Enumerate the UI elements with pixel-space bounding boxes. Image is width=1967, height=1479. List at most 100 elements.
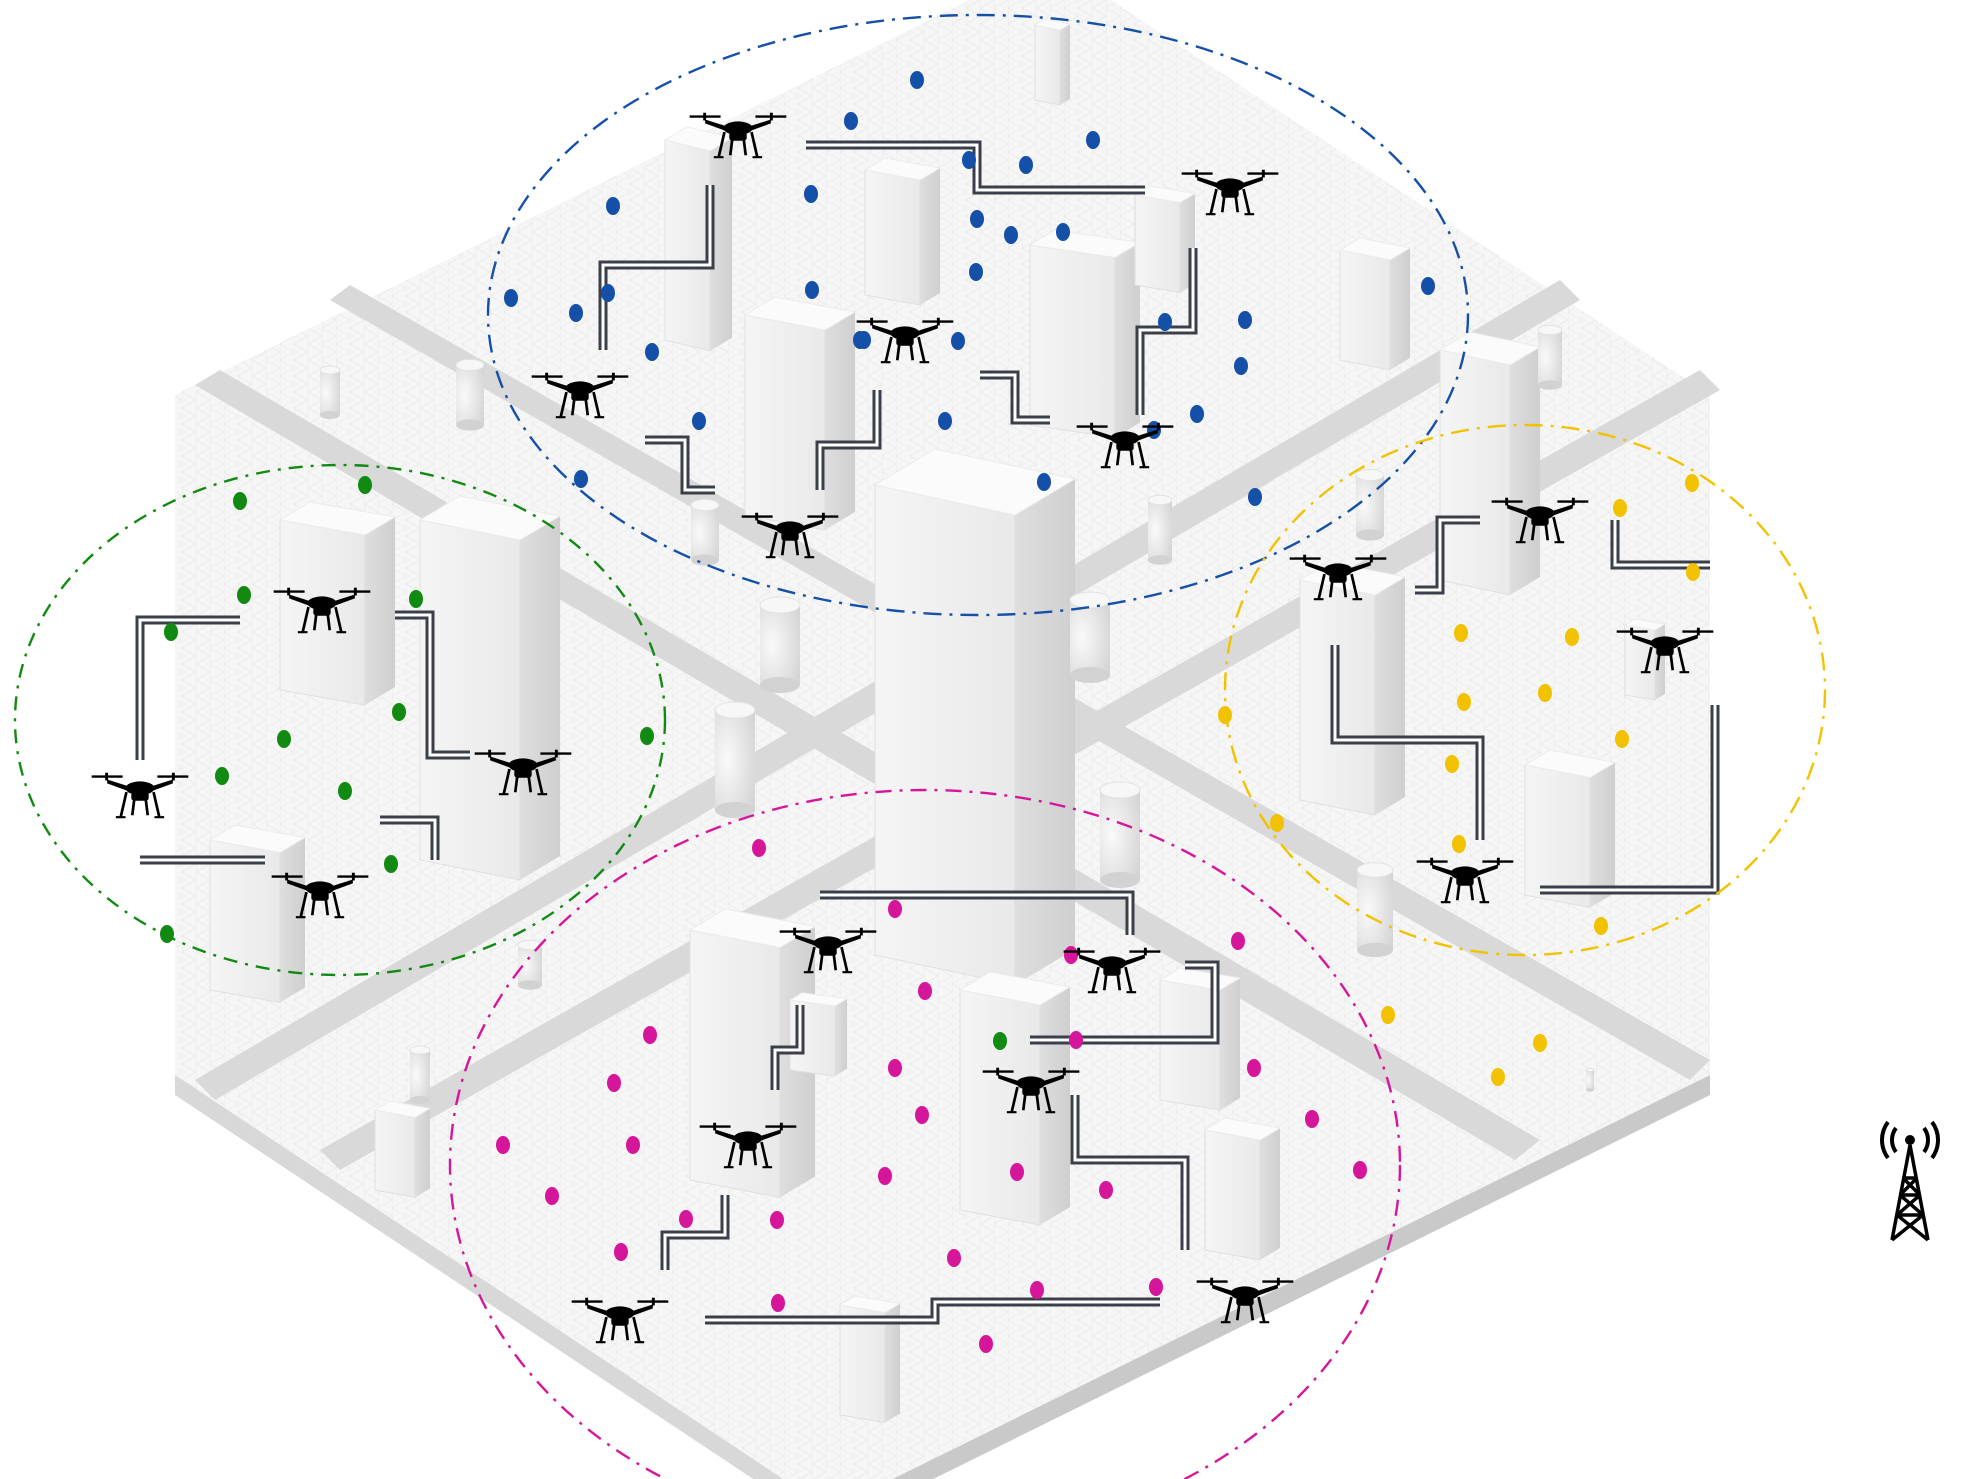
ground-user-dot	[1445, 755, 1459, 773]
ground-user-dot	[1421, 277, 1435, 295]
ground-user-dot	[951, 332, 965, 350]
ground-user-dot	[215, 767, 229, 785]
ground-user-dot	[910, 71, 924, 89]
ground-user-dot	[993, 1032, 1007, 1050]
ground-user-dot	[853, 331, 867, 349]
ground-user-dot	[1381, 1006, 1395, 1024]
cylinder-building	[1355, 468, 1385, 541]
drone-links	[135, 140, 1720, 1325]
drone-link	[598, 185, 715, 350]
ground-user-dot	[979, 1335, 993, 1353]
buildings	[208, 18, 1667, 1424]
drone-link	[980, 370, 1050, 425]
cluster-boundaries	[13, 13, 1827, 1479]
drone-link	[1330, 645, 1485, 840]
drone-link	[395, 610, 470, 760]
ground-user-dot	[1686, 563, 1700, 581]
ground-user-dot	[918, 982, 932, 1000]
ground-user-dot	[888, 900, 902, 918]
drone-link	[1030, 960, 1220, 1045]
ground-user-dot	[1190, 405, 1204, 423]
ground-user-dot	[409, 590, 423, 608]
ground-user-dot	[1234, 357, 1248, 375]
building	[863, 157, 942, 306]
ground-user-dot	[574, 470, 588, 488]
ground-user-dot	[1615, 730, 1629, 748]
building	[1028, 229, 1142, 439]
ground-user-dot	[601, 284, 615, 302]
building	[663, 126, 734, 352]
ground-users	[160, 71, 1700, 1353]
ground-user-dot	[614, 1243, 628, 1261]
ground-user-dot	[569, 304, 583, 322]
ground-user-dot	[164, 623, 178, 641]
ground-user-dot	[1270, 814, 1284, 832]
ground-user-dot	[1247, 1059, 1261, 1077]
ground-user-dot	[915, 1106, 929, 1124]
cylinder-building	[714, 701, 756, 818]
ground-user-dot	[969, 263, 983, 281]
cylinder-building	[1147, 494, 1173, 565]
ground-user-dot	[1538, 684, 1552, 702]
ground-user-dot	[645, 343, 659, 361]
cell-tower-icon	[1880, 1120, 1940, 1242]
ground-user-dot	[1158, 313, 1172, 331]
drone-link	[135, 615, 240, 760]
ground-user-dot	[1238, 311, 1252, 329]
quadcopter-drone-icon	[90, 771, 190, 819]
drone-link	[820, 890, 1135, 935]
building	[1338, 237, 1412, 371]
cylinder-building	[690, 498, 720, 566]
ground-user-dot	[1454, 624, 1468, 642]
ground-user-dot	[1030, 1281, 1044, 1299]
drone-link	[1415, 515, 1480, 595]
ground-user-dot	[160, 925, 174, 943]
ground-user-dot	[1613, 499, 1627, 517]
ground-user-dot	[640, 727, 654, 745]
ground-user-dot	[770, 1211, 784, 1229]
drone-link	[705, 1297, 1160, 1325]
building	[208, 824, 307, 1004]
ground-user-dot	[804, 185, 818, 203]
building	[838, 1295, 902, 1424]
building	[1033, 18, 1072, 106]
drone-link	[1540, 705, 1720, 895]
drone-link	[660, 1195, 730, 1270]
ground-user-dot	[844, 112, 858, 130]
building	[958, 971, 1072, 1226]
drone-link	[645, 435, 715, 495]
building	[373, 1100, 432, 1199]
ground-user-dot	[1056, 223, 1070, 241]
cylinder-building	[319, 365, 341, 419]
cluster-boundary-green	[13, 463, 667, 977]
ground-user-dot	[1452, 835, 1466, 853]
ground-user-dot	[1248, 488, 1262, 506]
drone-link	[806, 140, 1145, 195]
ground-user-dot	[1533, 1034, 1547, 1052]
building	[873, 448, 1077, 986]
ground-user-dot	[384, 855, 398, 873]
ground-user-dot	[1069, 1031, 1083, 1049]
building	[418, 495, 562, 881]
drone-link	[380, 815, 440, 860]
ground-user-dot	[771, 1294, 785, 1312]
cylinder-building	[409, 1045, 431, 1104]
ground-user-dot	[237, 586, 251, 604]
ground-user-dot	[1004, 226, 1018, 244]
ground-user-dot	[545, 1187, 559, 1205]
ground-user-dot	[1491, 1068, 1505, 1086]
building	[1203, 1117, 1282, 1261]
ground-user-dot	[277, 730, 291, 748]
ground-user-dot	[1218, 706, 1232, 724]
cylinder-building	[1099, 781, 1141, 888]
cylinder-building	[1356, 862, 1394, 958]
ground-user-dot	[643, 1026, 657, 1044]
cylinder-building	[1069, 591, 1111, 683]
cluster-boundary-blue	[486, 13, 1470, 617]
ground-user-dot	[626, 1136, 640, 1154]
ground-user-dot	[805, 281, 819, 299]
building	[1158, 967, 1242, 1111]
ground-user-dot	[679, 1210, 693, 1228]
drone-link	[815, 390, 882, 490]
